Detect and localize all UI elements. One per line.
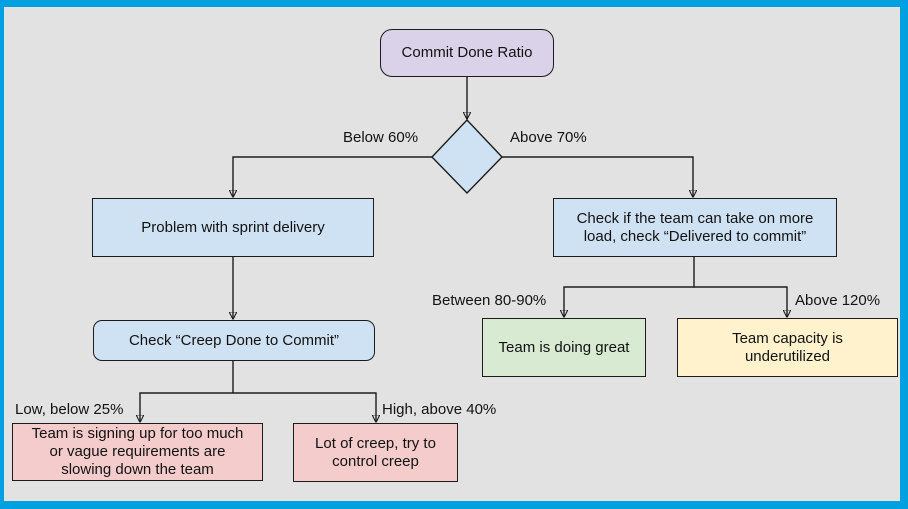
edge-decision-to-check-load — [502, 156, 693, 196]
edge-load-to-doing-great — [564, 257, 695, 316]
edge-decision-to-problem — [233, 156, 433, 196]
edge-load-to-underutilized — [694, 286, 787, 316]
decision-diamond — [431, 118, 503, 195]
edge-label-low-below-25: Low, below 25% — [15, 401, 124, 418]
edge-creep-to-lot-creep — [233, 392, 376, 421]
node-commit-done-ratio: Commit Done Ratio — [380, 29, 554, 77]
node-team-doing-great: Team is doing great — [482, 318, 646, 377]
connector-lines — [4, 77, 900, 501]
node-lot-of-creep: Lot of creep, try to control creep — [293, 423, 458, 482]
flowchart-canvas: Commit Done Ratio Problem with sprint de… — [4, 7, 900, 501]
node-check-team-load: Check if the team can take on more load,… — [553, 198, 837, 257]
node-team-capacity-underutilized: Team capacity is underutilized — [677, 318, 898, 377]
edge-label-high-above-40: High, above 40% — [382, 401, 497, 418]
node-signing-up-too-much: Team is signing up for too much or vague… — [12, 423, 263, 481]
edge-label-above-70: Above 70% — [510, 129, 587, 146]
node-check-creep-done-to-commit: Check “Creep Done to Commit” — [93, 320, 375, 361]
edge-creep-to-too-much — [140, 361, 234, 421]
edge-label-below-60: Below 60% — [343, 129, 419, 146]
edge-label-between-80-90: Between 80-90% — [432, 292, 547, 309]
node-problem-sprint-delivery: Problem with sprint delivery — [92, 198, 374, 257]
edge-label-above-120: Above 120% — [795, 292, 881, 309]
